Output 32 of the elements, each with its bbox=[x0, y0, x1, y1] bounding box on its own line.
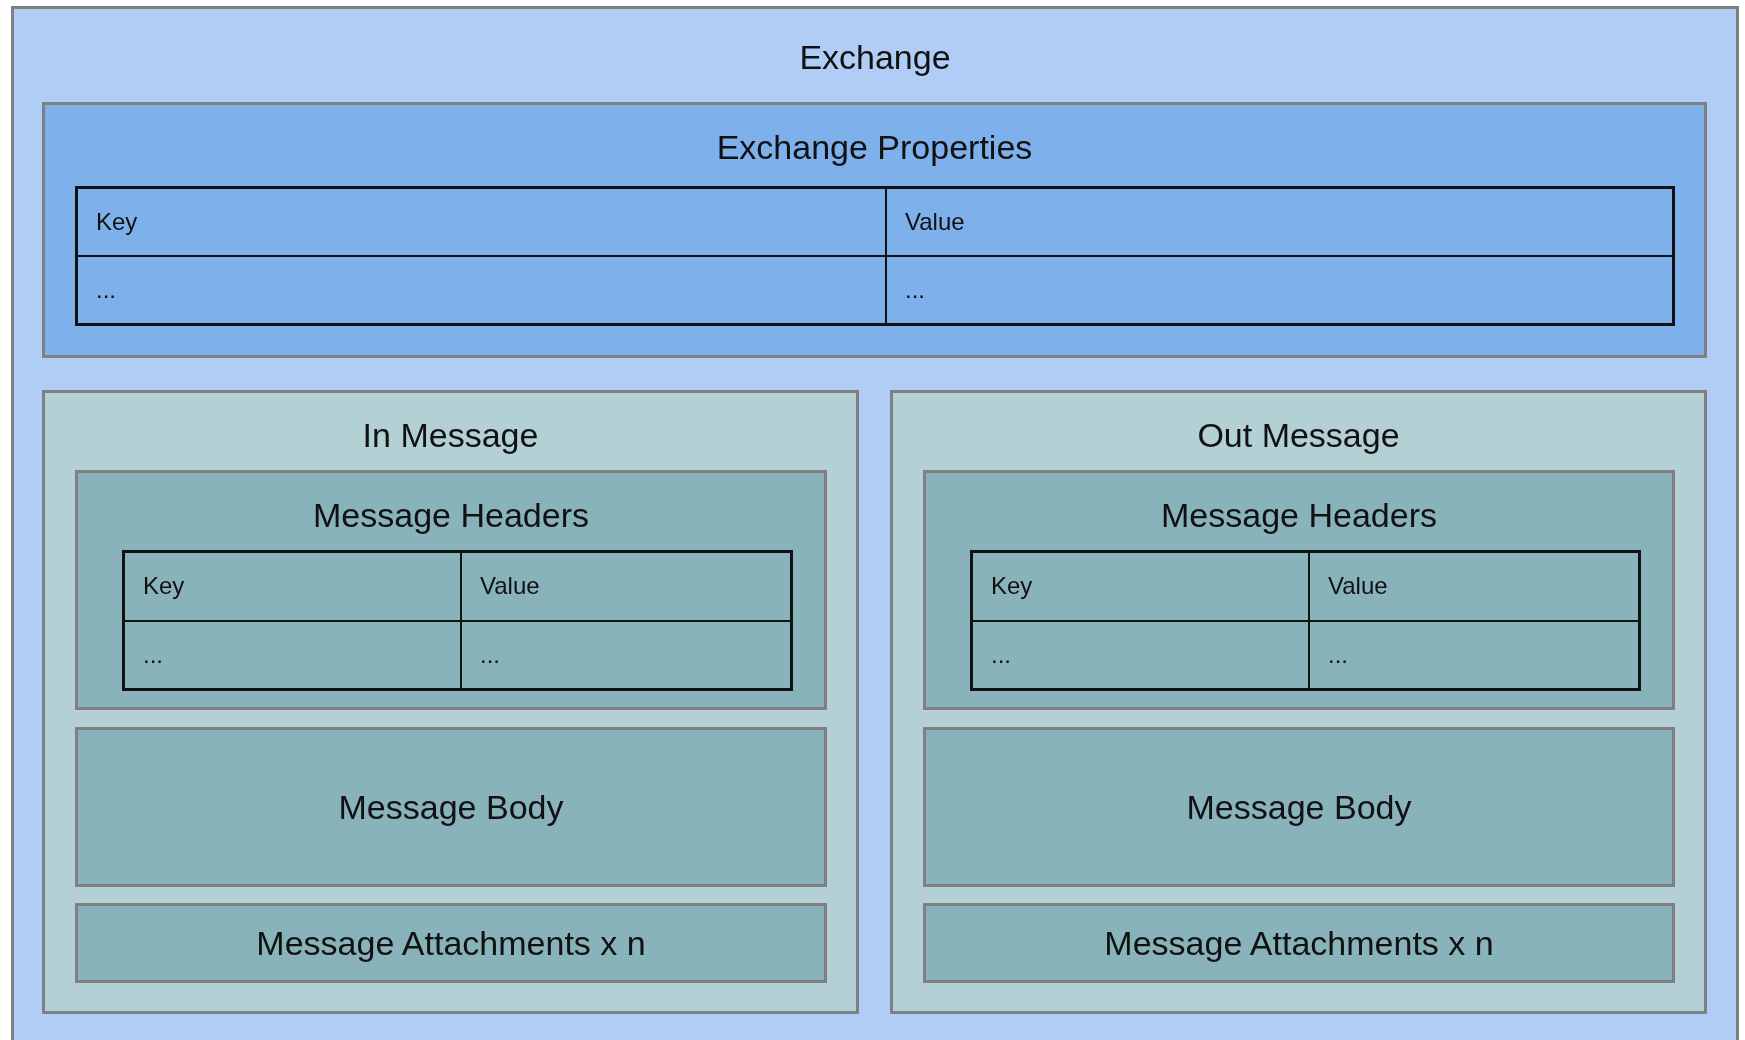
table-cell: Key bbox=[972, 552, 1309, 621]
table-cell: ... bbox=[461, 620, 791, 689]
panel-title: Message Body bbox=[1185, 790, 1413, 824]
headers-panel bbox=[75, 470, 827, 710]
message-panel bbox=[890, 390, 1707, 1014]
panel-title: Message Attachments x n bbox=[1103, 926, 1495, 960]
table-cell: Value bbox=[461, 552, 791, 621]
panel-title: Exchange bbox=[798, 40, 952, 74]
panel-title: Exchange Properties bbox=[715, 130, 1034, 164]
attachments-panel bbox=[923, 903, 1675, 983]
properties-panel bbox=[42, 102, 1707, 358]
table-cell: Key bbox=[124, 552, 461, 621]
panel-title: In Message bbox=[361, 418, 540, 452]
table-cell: ... bbox=[124, 620, 461, 689]
table-cell: ... bbox=[1309, 620, 1639, 689]
table-cell: Value bbox=[1309, 552, 1639, 621]
table-cell: Key bbox=[77, 188, 886, 256]
exchange-container bbox=[11, 6, 1739, 1040]
table-cell: ... bbox=[972, 620, 1309, 689]
table-cell: ... bbox=[77, 256, 886, 324]
body-panel bbox=[923, 727, 1675, 887]
headers-panel bbox=[923, 470, 1675, 710]
panel-title: Message Headers bbox=[312, 498, 590, 532]
panel-title: Message Attachments x n bbox=[255, 926, 647, 960]
panel-title: Out Message bbox=[1196, 418, 1401, 452]
panel-title: Message Headers bbox=[1160, 498, 1438, 532]
attachments-panel bbox=[75, 903, 827, 983]
table-cell: ... bbox=[886, 256, 1673, 324]
message-panel bbox=[42, 390, 859, 1014]
table-cell: Value bbox=[886, 188, 1673, 256]
body-panel bbox=[75, 727, 827, 887]
panel-title: Message Body bbox=[337, 790, 565, 824]
